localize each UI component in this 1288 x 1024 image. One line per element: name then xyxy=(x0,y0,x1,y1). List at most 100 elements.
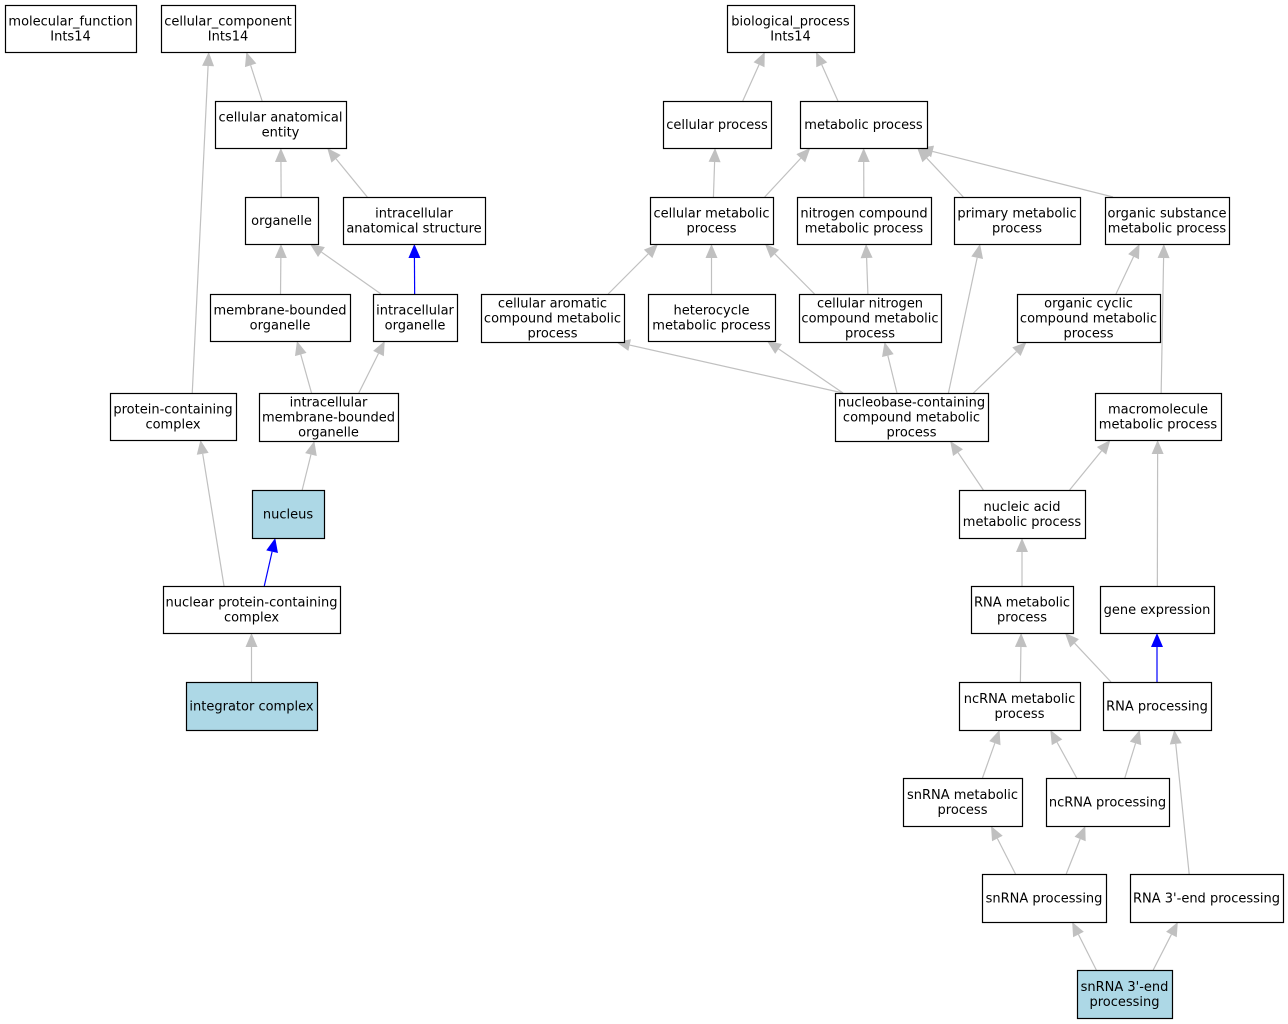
term-node-box xyxy=(953,196,1082,246)
edge-line xyxy=(1019,646,1022,683)
term-node-ge[interactable]: gene expression xyxy=(1099,585,1216,635)
term-node-box xyxy=(1102,681,1213,732)
edge-io-to-ias xyxy=(408,244,421,295)
term-node-label: metabolic process xyxy=(1099,418,1218,433)
edge-line xyxy=(1115,256,1135,295)
term-node-r3p[interactable]: RNA 3'-end processing xyxy=(1129,873,1285,924)
edge-arrowhead xyxy=(294,341,307,357)
term-node-label: cellular_component xyxy=(164,15,292,30)
term-node-label: RNA processing xyxy=(1106,700,1208,715)
term-node-box xyxy=(796,196,933,246)
edge-arrowhead xyxy=(860,244,873,259)
edge-rp-to-ge xyxy=(1151,633,1163,682)
edge-nuc-to-imbo xyxy=(301,441,317,491)
edge-arrowhead xyxy=(1169,730,1182,745)
term-node-label: intracellular xyxy=(290,396,368,411)
edge-nbccmp-to-hmp xyxy=(767,341,844,394)
term-node-box xyxy=(251,489,326,540)
term-node-label: nucleus xyxy=(263,508,313,523)
term-node-label: nucleobase-containing xyxy=(838,396,985,411)
edge-arrowhead xyxy=(1128,244,1140,260)
edge-arrowhead xyxy=(196,440,209,455)
edge-snp-to-ncp xyxy=(1065,826,1086,875)
edge-line xyxy=(866,257,869,295)
term-node-rp[interactable]: RNA processing xyxy=(1102,681,1213,732)
edge-snp-to-snmp xyxy=(991,826,1017,875)
edge-arrowhead xyxy=(857,148,870,163)
edge-arrowhead xyxy=(1065,633,1079,648)
edge-line xyxy=(947,257,978,394)
term-node-cp[interactable]: cellular process xyxy=(662,100,773,150)
edge-arrowhead xyxy=(274,148,287,163)
term-node-label: intracellular xyxy=(376,304,454,319)
edge-arrowhead xyxy=(767,341,782,354)
term-node-label: ncRNA metabolic xyxy=(964,692,1075,707)
edge-cncmp-to-cmp xyxy=(765,244,815,295)
term-node-label: compound metabolic xyxy=(801,312,938,327)
edge-npcc-to-nuc xyxy=(263,538,278,587)
term-node-ncp[interactable]: ncRNA processing xyxy=(1045,777,1171,828)
term-node-label: process xyxy=(997,611,1047,626)
edge-r3p-to-rp xyxy=(1169,730,1190,875)
edge-ncp-to-ncrmp xyxy=(1050,730,1078,779)
edge-line xyxy=(1069,450,1103,491)
term-node-box xyxy=(209,293,352,343)
term-node-label: anatomical structure xyxy=(346,222,481,237)
term-node-label: process xyxy=(992,222,1042,237)
edge-line xyxy=(887,355,898,394)
term-node-label: complex xyxy=(224,611,279,626)
term-node-label: heterocycle xyxy=(674,304,750,319)
term-node-ic[interactable]: integrator complex xyxy=(185,681,319,732)
edge-arrowhead xyxy=(882,342,894,358)
edge-hmp-to-cmp xyxy=(705,244,718,294)
edge-rp-to-rmp xyxy=(1065,633,1112,683)
edge-arrowhead xyxy=(408,244,421,259)
term-node-label: organic cyclic xyxy=(1044,297,1133,312)
term-node-label: compound metabolic xyxy=(1020,312,1157,327)
term-node-box xyxy=(958,489,1087,540)
term-node-label: cellular aromatic xyxy=(498,297,607,312)
edge-line xyxy=(1077,934,1097,971)
term-node-mp[interactable]: metabolic process xyxy=(799,100,929,150)
edge-snmp-to-ncrmp xyxy=(981,730,1001,779)
term-node-org[interactable]: organelle xyxy=(244,196,320,246)
term-node-nuc[interactable]: nucleus xyxy=(251,489,326,540)
term-node-box xyxy=(258,392,400,443)
edge-mp-to-bp xyxy=(816,52,839,102)
term-node-box xyxy=(185,681,319,732)
term-node-snp[interactable]: snRNA processing xyxy=(981,873,1108,924)
term-node-label: process xyxy=(938,803,988,818)
edge-sn3p-to-snp xyxy=(1072,922,1097,971)
term-node-label: nuclear protein-containing xyxy=(166,596,338,611)
edge-imbo-to-mbo xyxy=(294,341,313,394)
edge-cmp-to-cp xyxy=(708,148,721,198)
edge-cacmp-to-cmp xyxy=(607,244,658,295)
edge-arrowhead xyxy=(971,244,984,259)
edge-arrowhead xyxy=(327,148,341,163)
